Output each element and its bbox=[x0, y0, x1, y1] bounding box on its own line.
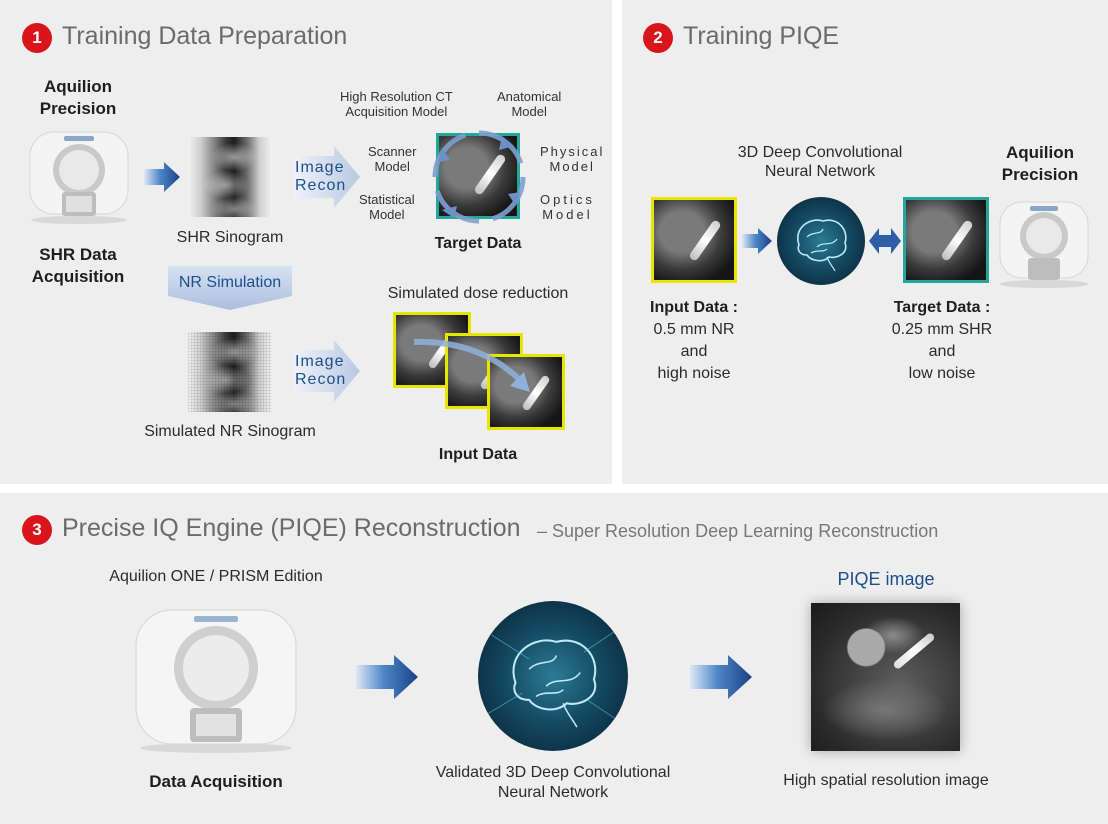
input-data-ct-image bbox=[651, 197, 737, 283]
ct-scanner-icon bbox=[135, 609, 297, 753]
piqe-ct-image bbox=[811, 603, 960, 751]
piqe-image-caption: High spatial resolution image bbox=[783, 772, 989, 789]
flow-arrow bbox=[690, 655, 752, 699]
dose-reduction-arrow bbox=[413, 338, 530, 392]
neural-network-brain-icon bbox=[478, 601, 628, 751]
cycle-arrows-icon bbox=[432, 130, 526, 224]
section-title: Precise IQ Engine (PIQE) Reconstruction bbox=[62, 514, 521, 542]
neural-network-brain-icon bbox=[777, 197, 865, 285]
shr-sinogram-label: SHR Sinogram bbox=[176, 229, 284, 246]
step-number-badge: 1 bbox=[22, 23, 52, 53]
target-data-ct-image bbox=[903, 197, 989, 283]
shr-sinogram-image bbox=[188, 137, 272, 217]
ct-scanner-icon bbox=[29, 131, 129, 224]
section-title: Training PIQE bbox=[683, 22, 840, 50]
target-data-label: Target Data bbox=[434, 235, 522, 252]
image-recon-arrow bbox=[294, 340, 360, 402]
flow-arrow bbox=[356, 655, 418, 699]
step-number-badge: 3 bbox=[22, 515, 52, 545]
input-ct-image bbox=[487, 354, 565, 430]
scanner-model-label: Aquilion ONE / PRISM Edition bbox=[109, 568, 323, 585]
data-acquisition-label: Data Acquisition bbox=[149, 772, 283, 791]
nr-simulation-label: NR Simulation bbox=[178, 274, 282, 291]
piqe-image-title: PIQE image bbox=[837, 569, 935, 589]
step-number-badge: 2 bbox=[643, 23, 673, 53]
input-data-description: Input Data : 0.5 mm NR and high noise bbox=[650, 299, 738, 382]
bidirectional-arrow bbox=[869, 228, 901, 254]
dose-reduction-label: Simulated dose reduction bbox=[387, 285, 569, 302]
flow-arrow bbox=[742, 228, 772, 254]
section-title: Training Data Preparation bbox=[62, 22, 348, 50]
image-recon-arrow bbox=[294, 146, 360, 208]
nr-simulation-arrow bbox=[168, 266, 292, 310]
simulated-nr-sinogram-image bbox=[188, 332, 272, 412]
flow-arrow bbox=[144, 162, 180, 192]
section-subtitle: – Super Resolution Deep Learning Reconst… bbox=[537, 521, 939, 541]
ct-scanner-icon bbox=[999, 201, 1089, 288]
simulated-nr-sinogram-label: Simulated NR Sinogram bbox=[144, 423, 316, 440]
target-data-description: Target Data : 0.25 mm SHR and low noise bbox=[891, 299, 993, 382]
input-data-label: Input Data bbox=[438, 446, 518, 463]
